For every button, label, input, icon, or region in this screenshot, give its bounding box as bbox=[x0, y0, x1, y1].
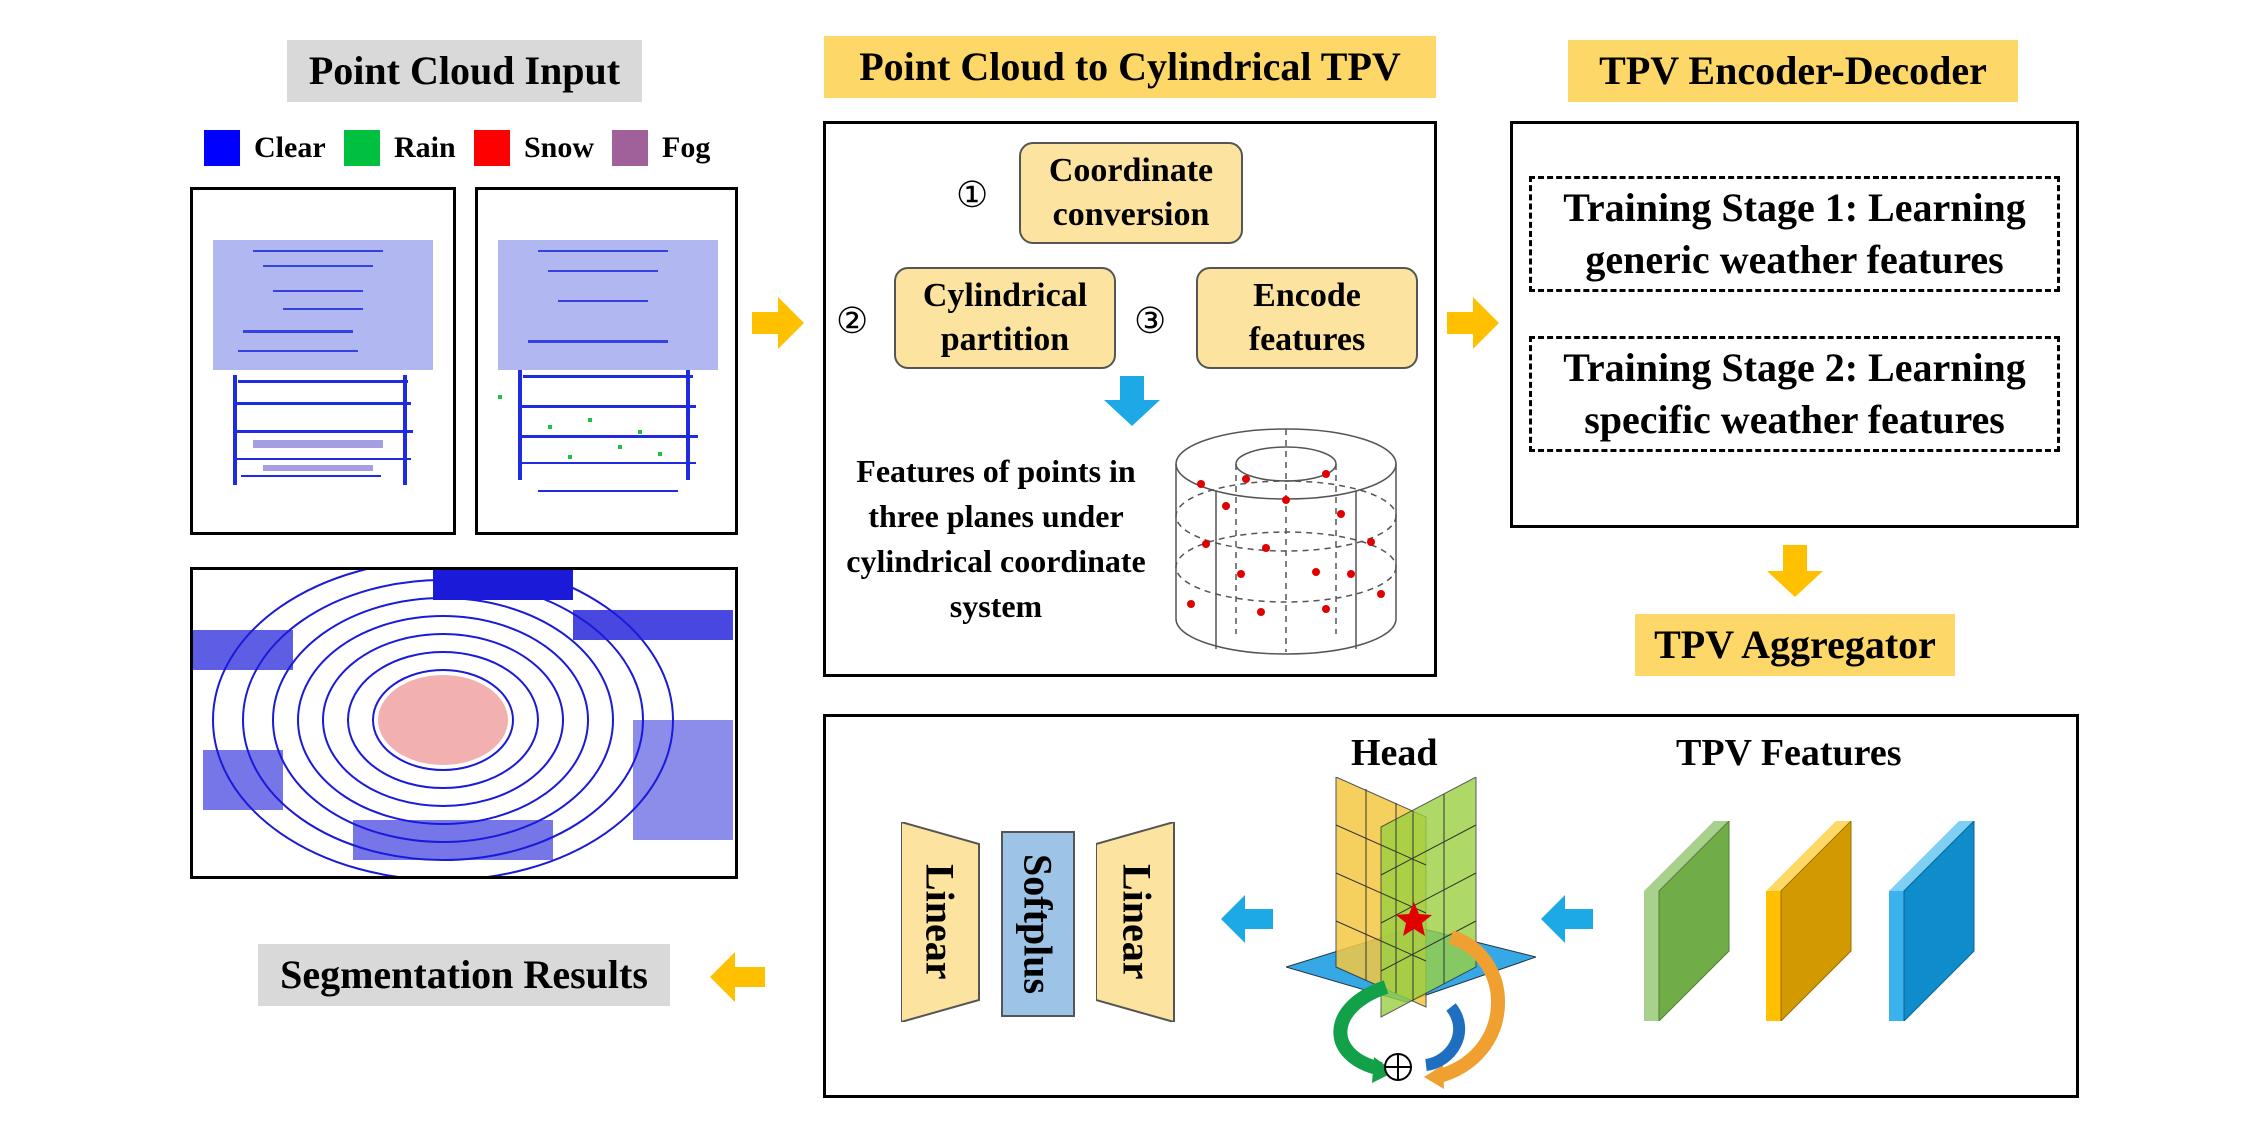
segmentation-results-label: Segmentation Results bbox=[258, 944, 670, 1006]
arrow-left-icon bbox=[710, 952, 765, 1002]
linear-layer-right-shape bbox=[1096, 822, 1175, 1022]
segmentation-result-image bbox=[190, 559, 738, 881]
training-stage-2-box: Training Stage 2: Learning specific weat… bbox=[1529, 336, 2060, 452]
tpv-plane-green bbox=[1644, 821, 1730, 1021]
encode-features-node: Encode features bbox=[1196, 267, 1418, 369]
tpv-encoder-decoder-title: TPV Encoder-Decoder bbox=[1568, 40, 2018, 102]
legend-swatch-clear bbox=[204, 130, 240, 166]
linear-layer-left: Linear bbox=[917, 864, 963, 980]
arrow-down-icon bbox=[1104, 376, 1160, 426]
tpv-plane-gold bbox=[1766, 821, 1852, 1021]
legend-label-fog: Fog bbox=[662, 131, 711, 164]
softplus-layer: Softplus bbox=[1001, 831, 1075, 1017]
point-cloud-to-tpv-title: Point Cloud to Cylindrical TPV bbox=[824, 36, 1436, 98]
point-cloud-input-title: Point Cloud Input bbox=[287, 40, 642, 102]
aggregator-panel: Linear Softplus Linear Head bbox=[823, 714, 2079, 1098]
step-number-1: ① bbox=[956, 175, 989, 215]
arrow-left-icon bbox=[1541, 895, 1593, 943]
segmentation-result-drawing bbox=[193, 559, 733, 881]
cylindrical-tpv-panel: ① Coordinate conversion ② Cylindrical pa… bbox=[823, 121, 1437, 677]
point-cloud-clear-image bbox=[213, 240, 433, 485]
step-number-3: ③ bbox=[1134, 301, 1167, 341]
legend-label-rain: Rain bbox=[394, 131, 456, 164]
tpv-aggregator-label: TPV Aggregator bbox=[1635, 614, 1955, 676]
legend-label-snow: Snow bbox=[524, 131, 595, 164]
linear-layer-right: Linear bbox=[1114, 864, 1160, 980]
tpv-plane-blue bbox=[1889, 821, 1975, 1021]
point-cloud-weather-image bbox=[498, 240, 718, 492]
arrow-down-icon bbox=[1767, 545, 1823, 597]
step-number-2: ② bbox=[836, 301, 869, 341]
linear-layer-left-shape bbox=[901, 822, 980, 1022]
point-cloud-weather-view bbox=[475, 187, 738, 535]
encoder-decoder-panel: Training Stage 1: Learning generic weath… bbox=[1510, 121, 2079, 528]
coordinate-conversion-node: Coordinate conversion bbox=[1019, 142, 1243, 244]
legend-label-clear: Clear bbox=[254, 131, 326, 164]
training-stage-1-box: Training Stage 1: Learning generic weath… bbox=[1529, 176, 2060, 292]
arrow-right-icon bbox=[752, 297, 804, 349]
arrow-right-icon bbox=[1447, 297, 1499, 349]
legend-swatch-fog bbox=[612, 130, 648, 166]
cylinder-grid-illustration bbox=[1175, 428, 1397, 655]
weather-legend: Clear Rain Snow Fog bbox=[204, 130, 724, 170]
arrow-left-icon bbox=[1221, 895, 1273, 943]
head-planes-illustration bbox=[1286, 777, 1536, 1089]
point-cloud-clear-view bbox=[190, 187, 456, 535]
legend-swatch-rain bbox=[344, 130, 380, 166]
tpv-features-label: TPV Features bbox=[1676, 732, 1902, 774]
cylindrical-partition-node: Cylindrical partition bbox=[894, 267, 1116, 369]
features-description: Features of points in three planes under… bbox=[846, 453, 1146, 624]
legend-swatch-snow bbox=[474, 130, 510, 166]
head-label: Head bbox=[1351, 732, 1438, 774]
